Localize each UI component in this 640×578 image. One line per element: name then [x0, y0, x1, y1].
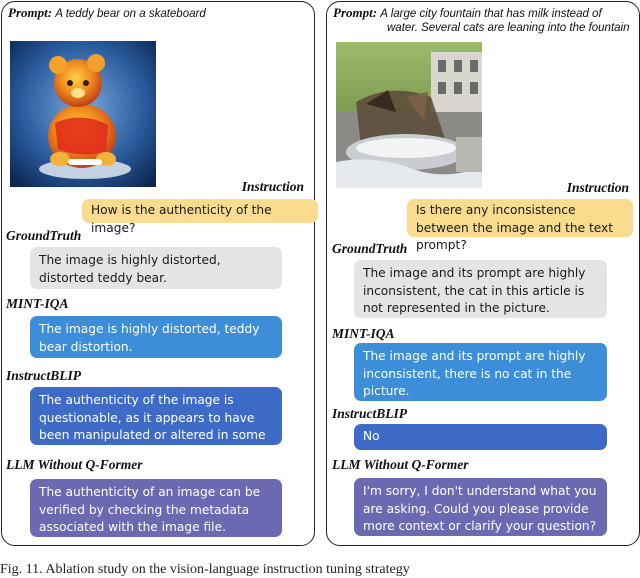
- left-mint-bubble: The image is highly distorted, teddy bea…: [30, 316, 282, 358]
- right-groundtruth-label: GroundTruth: [332, 241, 408, 256]
- left-mint-label: MINT-IQA: [6, 296, 69, 311]
- right-mint-bubble: The image and its prompt are highly inco…: [354, 343, 607, 401]
- right-prompt-text-1: A large city fountain that has milk inst…: [380, 8, 602, 20]
- left-llm-label: LLM Without Q-Former: [6, 457, 143, 472]
- left-example-panel: Prompt: A teddy bear on a skateboard: [1, 1, 318, 546]
- left-prompt-text: A teddy bear on a skateboard: [55, 8, 206, 20]
- left-instruction-bubble: How is the authenticity of the image?: [82, 199, 318, 235]
- right-prompt-label: Prompt:: [333, 5, 378, 20]
- right-instructblip-label: InstructBLIP: [332, 406, 408, 421]
- right-llm-label: LLM Without Q-Former: [332, 457, 469, 472]
- right-prompt: Prompt: A large city fountain that has m…: [333, 6, 630, 35]
- left-instructblip-label: InstructBLIP: [6, 368, 82, 383]
- right-example-panel: Prompt: A large city fountain that has m…: [326, 1, 640, 546]
- left-prompt: Prompt: A teddy bear on a skateboard: [8, 6, 206, 21]
- teddy-bear-image: [10, 41, 156, 187]
- right-instruction-bubble: Is there any inconsistence between the i…: [407, 199, 633, 252]
- left-instructblip-bubble: The authenticity of the image is questio…: [30, 387, 282, 460]
- right-llm-bubble: I'm sorry, I don't understand what you a…: [354, 478, 607, 536]
- right-instruction-label: Instruction: [566, 180, 629, 195]
- figure-caption: Fig. 11. Ablation study on the vision-la…: [0, 562, 410, 577]
- left-llm-bubble: The authenticity of an image can be veri…: [30, 479, 282, 537]
- right-groundtruth-bubble: The image and its prompt are highly inco…: [354, 260, 607, 318]
- fountain-image: [336, 42, 482, 188]
- right-mint-label: MINT-IQA: [332, 326, 395, 341]
- left-prompt-label: Prompt:: [8, 5, 53, 20]
- right-prompt-text-2: water. Several cats are leaning into the…: [387, 22, 630, 34]
- left-instruction-label: Instruction: [241, 179, 304, 194]
- left-groundtruth-bubble: The image is highly distorted, distorted…: [30, 247, 282, 289]
- right-instructblip-bubble: No: [354, 424, 607, 450]
- left-groundtruth-label: GroundTruth: [6, 228, 82, 243]
